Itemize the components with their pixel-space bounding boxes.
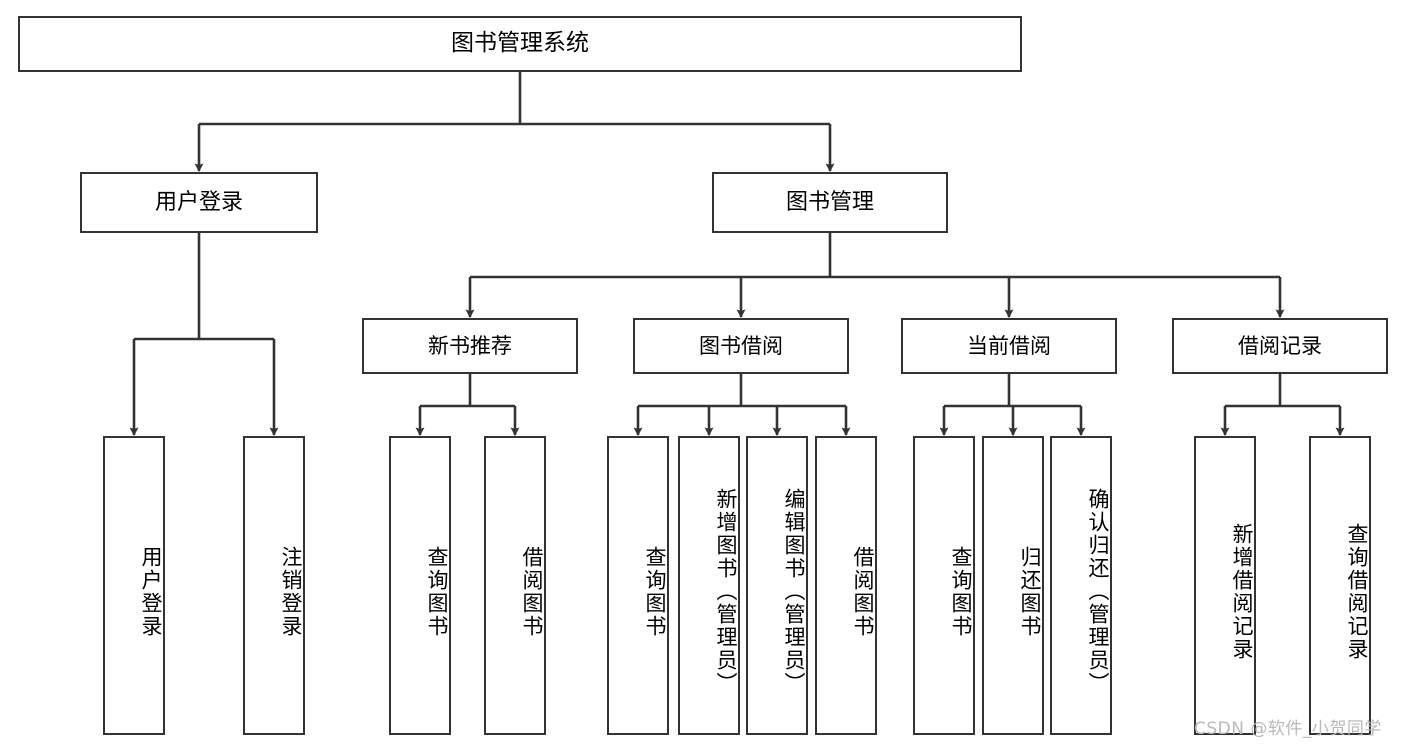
node-leaf-new-2: 借阅图书 bbox=[484, 436, 546, 735]
node-bookmgmt: 图书管理 bbox=[712, 172, 948, 233]
node-label: 查询图书 bbox=[949, 545, 973, 638]
node-label: 新书推荐 bbox=[428, 333, 512, 358]
node-leaf-new-1: 查询图书 bbox=[389, 436, 451, 735]
node-leaf-login-1: 用户登录 bbox=[103, 436, 165, 735]
node-label: 编辑图书（管理员） bbox=[782, 488, 806, 695]
node-leaf-cur-3: 确认归还（管理员） bbox=[1050, 436, 1112, 735]
node-label: 用户登录 bbox=[139, 545, 163, 638]
node-leaf-bor-4: 借阅图书 bbox=[815, 436, 877, 735]
node-leaf-login-2: 注销登录 bbox=[243, 436, 305, 735]
node-label: 借阅图书 bbox=[520, 545, 544, 638]
node-root: 图书管理系统 bbox=[18, 16, 1022, 72]
node-label: 当前借阅 bbox=[967, 333, 1051, 358]
node-leaf-rec-1: 新增借阅记录 bbox=[1194, 436, 1256, 735]
node-label: 借阅图书 bbox=[851, 545, 875, 638]
node-leaf-bor-3: 编辑图书（管理员） bbox=[746, 436, 808, 735]
node-leaf-cur-2: 归还图书 bbox=[982, 436, 1044, 735]
node-newbook: 新书推荐 bbox=[362, 318, 578, 374]
node-label: 归还图书 bbox=[1018, 545, 1042, 638]
node-label: 图书管理 bbox=[785, 189, 874, 215]
node-label: 新增图书（管理员） bbox=[714, 488, 738, 695]
node-leaf-rec-2: 查询借阅记录 bbox=[1309, 436, 1371, 735]
node-leaf-cur-1: 查询图书 bbox=[913, 436, 975, 735]
node-login: 用户登录 bbox=[80, 172, 318, 233]
edge-group bbox=[129, 72, 1345, 437]
node-label: 借阅记录 bbox=[1238, 333, 1322, 358]
node-label: 查询图书 bbox=[425, 545, 449, 638]
node-label: 用户登录 bbox=[154, 189, 243, 215]
node-current: 当前借阅 bbox=[901, 318, 1117, 374]
node-label: 注销登录 bbox=[279, 545, 303, 638]
node-leaf-bor-1: 查询图书 bbox=[607, 436, 669, 735]
node-label: 确认归还（管理员） bbox=[1086, 488, 1110, 695]
node-label: 图书借阅 bbox=[699, 333, 783, 358]
csdn-watermark: CSDN @软件_小贺同学 bbox=[1194, 719, 1382, 739]
node-label: 图书管理系统 bbox=[451, 30, 589, 57]
node-label: 查询图书 bbox=[643, 545, 667, 638]
node-label: 查询借阅记录 bbox=[1345, 522, 1369, 661]
node-leaf-bor-2: 新增图书（管理员） bbox=[678, 436, 740, 735]
node-borrow: 图书借阅 bbox=[633, 318, 849, 374]
node-label: 新增借阅记录 bbox=[1230, 522, 1254, 661]
node-records: 借阅记录 bbox=[1172, 318, 1388, 374]
